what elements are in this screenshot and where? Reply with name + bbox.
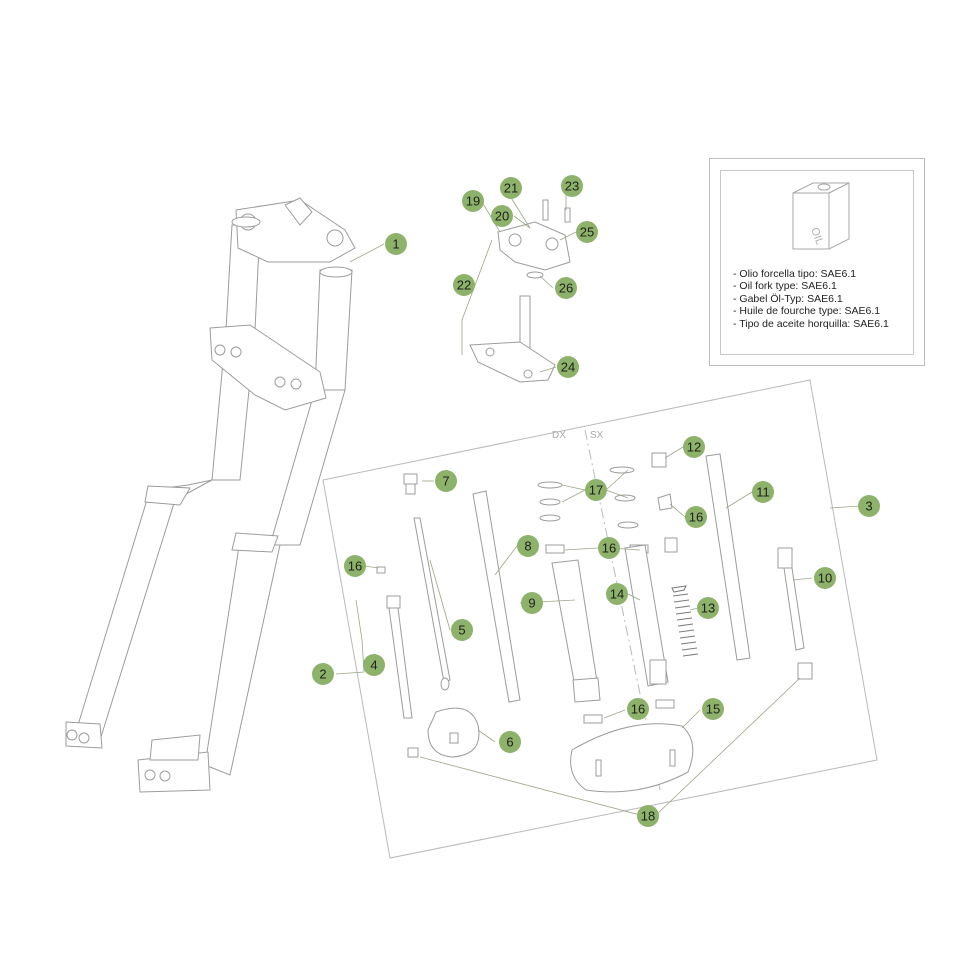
callout-badges: 1 2 3 4 5 6 7 8 9 10 11 12 13 14 15 16 1… [312,175,880,827]
svg-text:10: 10 [818,571,832,586]
svg-text:20: 20 [495,209,509,224]
svg-text:14: 14 [610,587,624,602]
callout-6: 6 [499,731,521,753]
callout-19: 19 [462,190,484,212]
side-label-left: SX [590,430,604,441]
callout-5: 5 [451,619,473,641]
callout-10: 10 [814,567,836,589]
callout-16: 16 [685,506,707,528]
svg-text:22: 22 [457,278,471,293]
svg-text:24: 24 [561,360,575,375]
oil-spec-box: OIL - Olio forcella tipo: SAE6.1 - Oil f… [709,158,925,366]
svg-text:16: 16 [602,541,616,556]
callout-3: 3 [858,495,880,517]
callout-25: 25 [576,221,598,243]
oil-spec-line-en: - Oil fork type: SAE6.1 [733,280,837,293]
svg-text:21: 21 [504,181,518,196]
svg-text:9: 9 [528,596,535,611]
svg-text:4: 4 [370,658,377,673]
svg-text:16: 16 [348,559,362,574]
callout-20: 20 [491,205,513,227]
callout-13: 13 [697,597,719,619]
oil-spec-inner-frame: OIL - Olio forcella tipo: SAE6.1 - Oil f… [720,170,914,355]
exploded-parts [376,452,813,793]
svg-text:17: 17 [589,483,603,498]
svg-text:15: 15 [706,702,720,717]
svg-text:3: 3 [865,499,872,514]
svg-text:6: 6 [506,735,513,750]
callout-9: 9 [521,592,543,614]
callout-16: 16 [627,698,649,720]
callout-16: 16 [344,555,366,577]
callout-8: 8 [517,535,539,557]
callout-7: 7 [435,470,457,492]
callout-21: 21 [500,177,522,199]
callout-22: 22 [453,274,475,296]
steering-head-exploded-drawing [461,199,571,383]
callout-16: 16 [598,537,620,559]
svg-text:23: 23 [565,179,579,194]
svg-text:16: 16 [631,702,645,717]
callout-11: 11 [752,481,774,503]
callout-17: 17 [585,479,607,501]
exploded-view-frame [322,379,878,859]
callout-18: 18 [637,805,659,827]
svg-text:7: 7 [442,474,449,489]
callout-1: 1 [385,233,407,255]
oil-can-icon: OIL [792,182,850,250]
svg-text:18: 18 [641,809,655,824]
callout-12: 12 [683,436,705,458]
svg-text:16: 16 [689,510,703,525]
oil-can-label: OIL [808,226,825,247]
oil-spec-line-es: - Tipo de aceite horquilla: SAE6.1 [733,317,889,330]
callout-14: 14 [606,583,628,605]
svg-text:12: 12 [687,440,701,455]
fork-assembly-drawing [65,197,356,793]
svg-text:11: 11 [756,485,770,500]
callout-26: 26 [555,277,577,299]
callout-23: 23 [561,175,583,197]
svg-text:26: 26 [559,281,573,296]
svg-text:25: 25 [580,225,594,240]
svg-text:8: 8 [524,539,531,554]
svg-text:1: 1 [392,237,399,252]
callout-15: 15 [702,698,724,720]
callout-2: 2 [312,663,334,685]
svg-text:2: 2 [319,667,326,682]
oil-spec-line-de: - Gabel Öl-Typ: SAE6.1 [733,292,843,305]
svg-text:5: 5 [458,623,465,638]
side-label-right: DX [552,430,566,441]
callout-24: 24 [557,356,579,378]
svg-text:19: 19 [466,194,480,209]
oil-spec-line-fr: - Huile de fourche type: SAE6.1 [733,305,881,318]
oil-spec-lines: - Olio forcella tipo: SAE6.1 - Oil fork … [733,268,889,330]
oil-spec-line-it: - Olio forcella tipo: SAE6.1 [733,268,857,280]
callout-4: 4 [363,654,385,676]
svg-text:13: 13 [701,601,715,616]
